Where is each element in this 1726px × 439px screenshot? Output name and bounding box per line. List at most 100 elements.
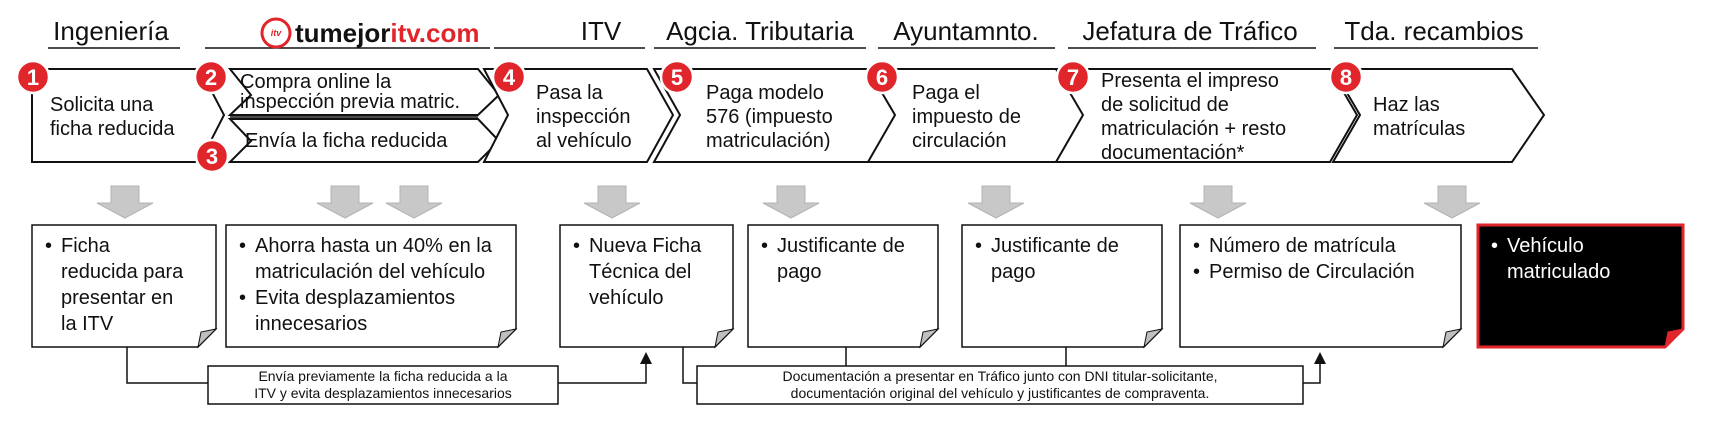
result-text: Nueva Ficha <box>589 235 702 257</box>
tumejoritv-logo: itv tumejoritv.com <box>260 17 479 49</box>
step-8-chevron <box>1331 68 1546 163</box>
step-8-text: Haz las <box>1373 94 1440 116</box>
step-4-text: al vehículo <box>536 130 632 152</box>
logo-text-red: itv.com <box>390 18 479 48</box>
result-text: Vehículo <box>1507 235 1584 257</box>
step-number-badge <box>864 59 900 95</box>
logo-icon-text: itv <box>271 28 282 38</box>
result-notes: • Ficha reducida para presentar en la ITV • Ah… <box>31 223 1685 349</box>
down-arrow-icon <box>583 185 641 219</box>
annotation-text: documentación original del vehículo y ju… <box>791 385 1210 401</box>
result-text: Técnica del <box>589 261 691 283</box>
bullet-dot: • <box>1193 261 1200 283</box>
step-number-badge <box>491 59 527 95</box>
column-header: Tda. recambios <box>1344 16 1523 46</box>
step-2-text: inspección previa matric. <box>240 91 460 113</box>
step-6-text: impuesto de <box>912 106 1021 128</box>
step-number-text: 1 <box>27 65 39 90</box>
column-header: Jefatura de Tráfico <box>1082 16 1297 46</box>
step-2-chevron <box>227 68 501 116</box>
column-header: Ayuntamnto. <box>893 16 1039 46</box>
down-arrow-icon <box>967 185 1025 219</box>
step-2-text: Compra online la <box>240 71 392 93</box>
result-text: presentar en <box>61 287 173 309</box>
down-arrow-icon <box>96 185 154 219</box>
step-5-text: matriculación) <box>706 130 830 152</box>
result-text: la ITV <box>61 313 114 335</box>
result-text: Justificante de <box>991 235 1119 257</box>
step-5-text: 576 (impuesto <box>706 106 833 128</box>
result-text: Justificante de <box>777 235 905 257</box>
annotation-notes: Envía previamente la ficha reducida a la… <box>207 365 1304 405</box>
step-8-text: matrículas <box>1373 118 1465 140</box>
step-7-text: matriculación + resto <box>1101 118 1286 140</box>
step-number-badge <box>1328 59 1364 95</box>
bullet-dot: • <box>1491 235 1498 257</box>
result-note <box>31 224 217 348</box>
step-number-badge <box>1055 59 1091 95</box>
bullet-dot: • <box>239 235 246 257</box>
step-number-badge <box>15 59 51 95</box>
logo-circle-icon <box>260 17 292 49</box>
step-number-text: 8 <box>1340 65 1352 90</box>
bullet-dot: • <box>761 235 768 257</box>
step-6-text: Paga el <box>912 82 980 104</box>
step-3-text: Envía la ficha reducida <box>245 130 448 152</box>
down-arrow-icon <box>316 185 374 219</box>
down-arrow-icon <box>385 185 443 219</box>
step-4-chevron <box>482 68 675 163</box>
result-text: Evita desplazamientos <box>255 287 455 309</box>
step-number-text: 3 <box>206 144 218 169</box>
result-text: Ficha <box>61 235 111 257</box>
step-7-text: Presenta el impreso <box>1101 70 1279 92</box>
step-1-chevron <box>31 68 226 163</box>
bullet-dot: • <box>1193 235 1200 257</box>
bullet-dot: • <box>45 235 52 257</box>
column-header: Agcia. Tributaria <box>666 16 854 46</box>
down-arrows <box>96 185 1481 219</box>
bullet-dot: • <box>975 235 982 257</box>
result-text: reducida para <box>61 261 184 283</box>
result-text: pago <box>777 261 822 283</box>
note-fold-corner <box>1143 328 1164 349</box>
step-7-text: de solicitud de <box>1101 94 1229 116</box>
result-text: matriculación del vehículo <box>255 261 485 283</box>
step-1-text: Solicita una <box>50 94 154 116</box>
result-text: Número de matrícula <box>1209 235 1397 257</box>
bullet-dot: • <box>573 235 580 257</box>
connector-arrowhead-icon <box>1314 352 1326 364</box>
result-text: pago <box>991 261 1036 283</box>
note-fold-corner <box>1442 328 1463 349</box>
down-arrow-icon <box>1189 185 1247 219</box>
annotation-box <box>696 365 1304 405</box>
connector-arrowhead-icon <box>640 352 652 364</box>
note-fold-corner <box>1664 328 1685 349</box>
result-text: vehículo <box>589 287 664 309</box>
result-text: Ahorra hasta un 40% en la <box>255 235 493 257</box>
note-fold-corner <box>497 328 518 349</box>
step-3-chevron <box>227 118 501 163</box>
logo-wordmark: tumejoritv.com <box>295 18 479 48</box>
step-number-text: 7 <box>1067 65 1079 90</box>
note-fold-corner <box>919 328 940 349</box>
annotation-text: ITV y evita desplazamientos innecesarios <box>254 385 512 401</box>
step-number-badge <box>193 59 229 95</box>
annotation-text: Documentación a presentar en Tráfico jun… <box>783 368 1218 384</box>
annotation-text: Envía previamente la ficha reducida a la <box>258 368 507 384</box>
annotation-box <box>207 365 559 405</box>
step-number-badge <box>194 138 230 174</box>
step-number-text: 2 <box>205 65 217 90</box>
bullet-dot: • <box>239 287 246 309</box>
down-arrow-icon <box>762 185 820 219</box>
note-fold-corner <box>714 328 735 349</box>
column-header: Ingeniería <box>53 16 169 46</box>
step-1-text: ficha reducida <box>50 118 175 140</box>
step-number-text: 6 <box>876 65 888 90</box>
step-number-text: 5 <box>671 65 683 90</box>
logo-text-dark: tumejor <box>295 18 390 48</box>
down-arrow-icon <box>1423 185 1481 219</box>
result-text: matriculado <box>1507 261 1610 283</box>
